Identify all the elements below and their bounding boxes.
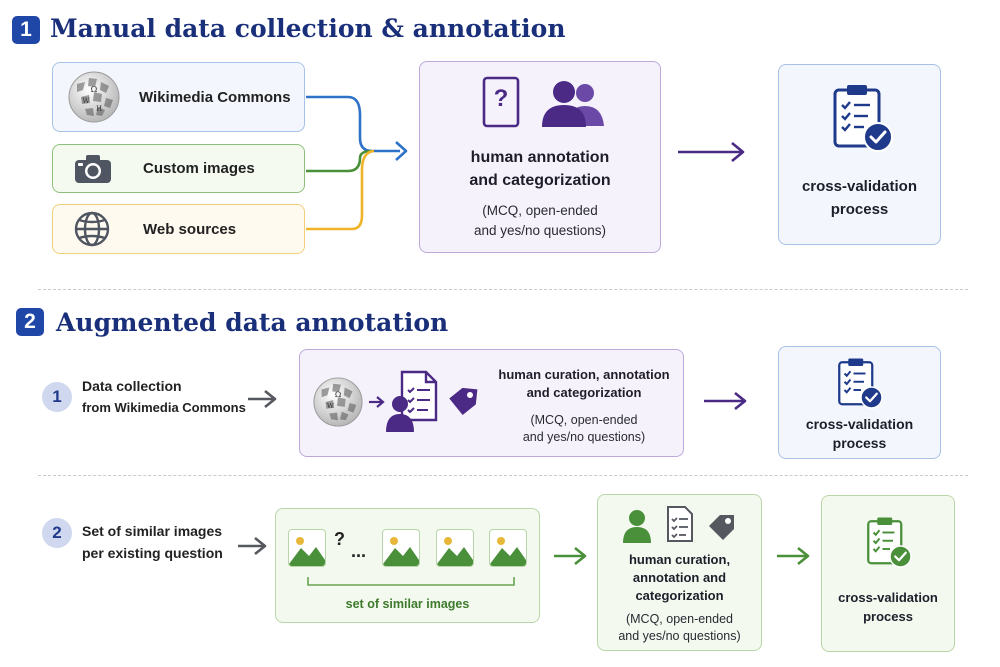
source-web-sources: Web sources [52, 204, 305, 254]
row2-line1: Set of similar images [82, 523, 223, 539]
row2-curation-title-line3: categorization [635, 588, 724, 603]
image-thumbnail-icon [489, 529, 527, 567]
row1-cross-validation-box: cross-validation process [778, 346, 941, 459]
row1-curation-sub-line2: and yes/no questions) [522, 430, 646, 444]
bracket [307, 577, 515, 586]
validation-line1: cross-validation [838, 590, 938, 605]
svg-text:И: И [96, 105, 102, 113]
set-of-similar-images-label: set of similar images [345, 597, 470, 611]
clipboard-check-icon [837, 357, 885, 411]
source-merge-connector [306, 95, 408, 231]
section2-number-badge: 2 [16, 308, 44, 336]
question-mark: ? [493, 85, 509, 112]
section-divider [38, 289, 968, 290]
arrow-icon [248, 389, 277, 409]
svg-text:Ω: Ω [91, 85, 98, 94]
row2-number-circle: 2 [42, 518, 72, 548]
tag-icon [706, 513, 738, 541]
annotation-title-line2: and categorization [469, 172, 611, 189]
annotation-sub-line2: and yes/no questions) [473, 223, 607, 238]
image-thumbnail-icon [436, 529, 474, 567]
arrow-icon [554, 546, 587, 566]
camera-icon [73, 153, 113, 185]
validation-line1: cross-validation [805, 416, 914, 432]
svg-text:W: W [327, 402, 334, 410]
cross-validation-box: cross-validation process [778, 64, 941, 245]
row2-curation-sub-line2: and yes/no questions) [618, 629, 741, 643]
row1-line2: from Wikimedia Commons [82, 400, 246, 415]
small-arrow-icon [369, 396, 385, 408]
row1-curation-title-line1: human curation, annotation [498, 367, 670, 382]
validation-line2: process [863, 609, 913, 624]
tag-icon [446, 386, 480, 418]
arrow-icon [704, 391, 747, 411]
annotation-title-line1: human annotation [470, 149, 610, 166]
image-thumbnail-icon [288, 529, 326, 567]
row2-curation-box: human curation, annotation and categoriz… [597, 494, 762, 651]
svg-text:Ω: Ω [335, 390, 341, 399]
checklist-document-icon [666, 505, 694, 543]
source-wikimedia-commons: Ω W И Wikimedia Commons [52, 62, 305, 132]
arrow-icon [238, 536, 267, 556]
image-thumbnail-icon [382, 529, 420, 567]
section1-number-badge: 1 [12, 16, 40, 44]
arrow-icon [777, 546, 810, 566]
clipboard-check-icon [866, 516, 914, 570]
human-annotation-box: ? human annotation and categorization (M… [419, 61, 661, 253]
question-mark: ? [334, 529, 345, 549]
validation-line2: process [830, 201, 889, 218]
row1-number-circle: 1 [42, 382, 72, 412]
row1-line1: Data collection [82, 378, 182, 394]
source-label: Wikimedia Commons [139, 88, 291, 106]
source-label: Custom images [143, 160, 255, 177]
user-icon [622, 509, 652, 543]
user-document-icon [386, 370, 438, 434]
users-icon [540, 80, 608, 128]
row2-curation-sub-line1: (MCQ, open-ended [625, 612, 733, 626]
validation-line2: process [832, 435, 887, 451]
row1-curation-box: Ω W human curation, annotation and categ… [299, 349, 684, 457]
clipboard-check-icon [832, 83, 896, 155]
row1-curation-sub-line1: (MCQ, open-ended [530, 413, 638, 427]
row2-cross-validation-box: cross-validation process [821, 495, 955, 652]
row2-curation-title-line1: human curation, [628, 552, 731, 567]
validation-line1: cross-validation [801, 178, 918, 195]
wikipedia-globe-icon: Ω W И [67, 70, 121, 124]
svg-text:W: W [82, 97, 90, 105]
question-card-icon: ? [482, 76, 520, 128]
source-label: Web sources [143, 220, 237, 238]
section2-title: Augmented data annotation [56, 308, 449, 337]
annotation-sub-line1: (MCQ, open-ended [482, 203, 598, 218]
ellipsis: ... [351, 541, 367, 561]
arrow-icon [678, 141, 745, 163]
similar-images-box: ? ... set of similar images [275, 508, 540, 623]
row-divider [38, 475, 968, 476]
wikipedia-globe-icon: Ω W [312, 376, 364, 428]
source-custom-images: Custom images [52, 144, 305, 193]
globe-icon [73, 210, 111, 248]
row1-curation-title-line2: and categorization [526, 385, 642, 400]
row2-line2: per existing question [82, 545, 223, 561]
section1-title: Manual data collection & annotation [50, 14, 566, 43]
row2-curation-title-line2: annotation and [632, 570, 727, 585]
